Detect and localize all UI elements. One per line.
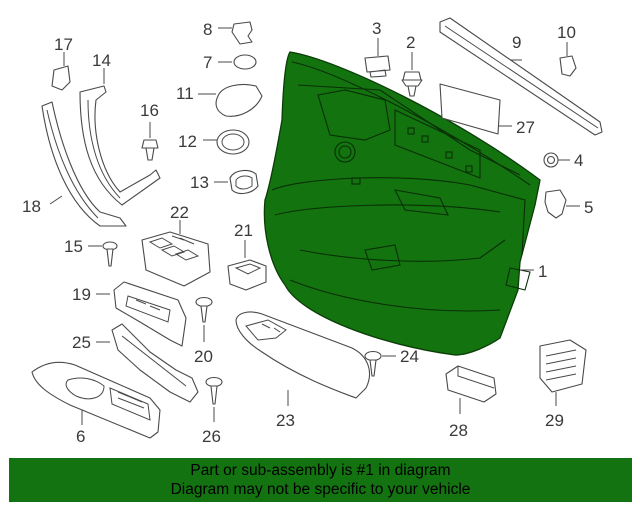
part-5-clip[interactable] bbox=[544, 189, 567, 219]
part-19-switch-bezel[interactable] bbox=[113, 281, 187, 347]
callout-5: 5 bbox=[584, 198, 593, 217]
callout-18: 18 bbox=[22, 197, 41, 216]
part-17-clip[interactable] bbox=[51, 65, 71, 91]
part-26-screw[interactable] bbox=[205, 376, 223, 405]
callout-15: 15 bbox=[64, 237, 83, 256]
callout-9: 9 bbox=[512, 33, 521, 52]
callout-22: 22 bbox=[170, 203, 189, 222]
part-28-lamp[interactable] bbox=[445, 365, 497, 403]
callout-3: 3 bbox=[372, 19, 381, 38]
part-3-bracket[interactable] bbox=[364, 55, 391, 78]
part-7-washer[interactable] bbox=[233, 54, 257, 70]
info-banner: Part or sub-assembly is #1 in diagram Di… bbox=[9, 458, 632, 502]
banner-line-2: Diagram may not be specific to your vehi… bbox=[170, 481, 471, 498]
part-9-window-strip[interactable] bbox=[439, 17, 603, 136]
callout-14: 14 bbox=[92, 51, 111, 70]
callout-16: 16 bbox=[140, 101, 159, 120]
part-2-clip[interactable] bbox=[401, 71, 423, 97]
callout-24: 24 bbox=[400, 347, 419, 366]
part-1-door-trim-panel[interactable] bbox=[263, 51, 541, 356]
part-6-trim-insert[interactable] bbox=[31, 361, 161, 439]
callout-20: 20 bbox=[194, 347, 213, 366]
part-24-screw[interactable] bbox=[364, 350, 382, 377]
part-10-clip[interactable] bbox=[559, 55, 577, 77]
part-4-grommet[interactable] bbox=[543, 152, 559, 168]
callout-12: 12 bbox=[178, 132, 197, 151]
part-15-screw[interactable] bbox=[102, 241, 118, 267]
part-11-cap[interactable] bbox=[215, 83, 263, 117]
callout-26: 26 bbox=[202, 427, 221, 446]
callout-17: 17 bbox=[54, 35, 73, 54]
part-21-window-switch[interactable] bbox=[227, 259, 267, 291]
callout-1: 1 bbox=[538, 262, 547, 281]
part-27-pad[interactable] bbox=[439, 83, 501, 135]
callout-4: 4 bbox=[574, 151, 583, 170]
callout-11: 11 bbox=[176, 84, 194, 103]
callout-13: 13 bbox=[190, 173, 209, 192]
callout-8: 8 bbox=[203, 20, 212, 39]
callout-23: 23 bbox=[276, 411, 295, 430]
part-12-ring[interactable] bbox=[216, 129, 250, 155]
part-22-master-switch[interactable] bbox=[141, 231, 211, 287]
part-29-vent[interactable] bbox=[539, 339, 587, 393]
part-8-clip[interactable] bbox=[231, 21, 253, 45]
part-13-bezel[interactable] bbox=[229, 169, 259, 195]
callout-2: 2 bbox=[406, 33, 415, 52]
callout-19: 19 bbox=[72, 285, 91, 304]
part-23-armrest[interactable] bbox=[235, 311, 370, 399]
callout-21: 21 bbox=[234, 221, 253, 240]
part-16-push-pin[interactable] bbox=[141, 139, 159, 161]
callout-25: 25 bbox=[72, 333, 91, 352]
part-18-pull-strap[interactable] bbox=[41, 101, 127, 227]
part-20-screw[interactable] bbox=[195, 296, 213, 323]
callout-10: 10 bbox=[557, 23, 576, 42]
callout-29: 29 bbox=[545, 411, 564, 430]
callout-7: 7 bbox=[203, 53, 212, 72]
callout-6: 6 bbox=[76, 427, 85, 446]
part-25-trim-strip[interactable] bbox=[111, 323, 199, 403]
callout-27: 27 bbox=[516, 118, 535, 137]
callout-28: 28 bbox=[449, 421, 468, 440]
part-14-grab-handle[interactable] bbox=[79, 85, 161, 206]
banner-line-1: Part or sub-assembly is #1 in diagram bbox=[190, 462, 451, 479]
